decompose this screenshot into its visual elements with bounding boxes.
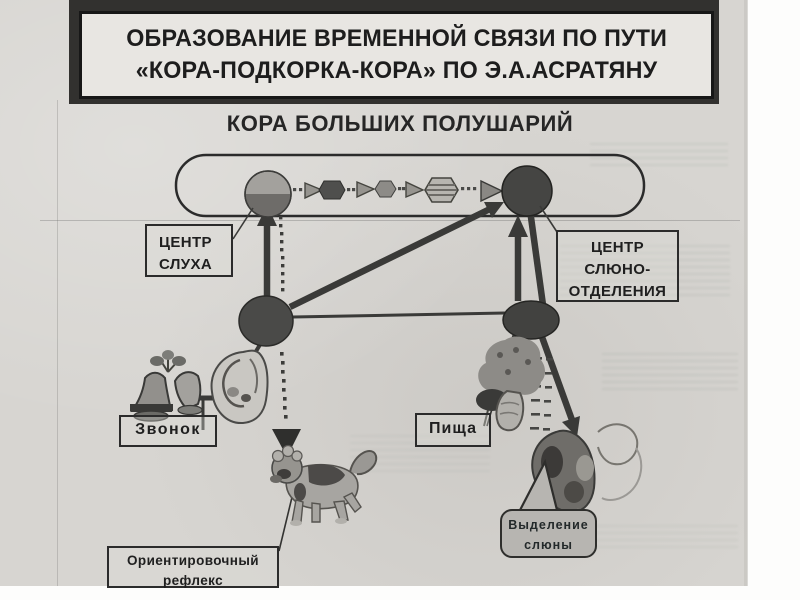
hearing-center-label: ЦЕНТР СЛУХА (145, 224, 233, 277)
orienting-reflex-label: Ориентировочный рефлекс (107, 546, 279, 588)
chain-arrowhead (405, 180, 425, 199)
title-line2: «КОРА-ПОДКОРКА-КОРА» ПО Э.А.АСРАТЯНУ (135, 57, 658, 84)
orienting-arrowhead (272, 429, 301, 457)
title-line1: ОБРАЗОВАНИЕ ВРЕМЕННОЙ СВЯЗИ ПО ПУТИ (126, 25, 667, 53)
dotted-temporary-connection (272, 216, 301, 457)
auditory-cortex-node (244, 170, 292, 218)
chain-arrowhead (356, 180, 376, 199)
paper-edge-shadow (744, 0, 748, 586)
ear-image (210, 349, 269, 425)
chain-neuron-striped (424, 177, 459, 203)
neural-chain (293, 177, 504, 203)
food-label: Пища (415, 413, 491, 447)
subcortical-link-line (292, 311, 506, 319)
bell-image (130, 350, 203, 422)
food-mouth-image (476, 336, 546, 432)
saliva-output-callout: Выделение слюны (500, 509, 597, 558)
subcortical-salivary-node (502, 300, 560, 340)
salivation-label-pointer (539, 205, 558, 233)
orienting-label-pointer (278, 492, 294, 552)
chain-arrowhead (304, 181, 324, 200)
paper-crease-horizontal (40, 220, 740, 221)
arrow-efferent-to-salivation (538, 335, 576, 422)
cortex-heading: КОРА БОЛЬШИХ ПОЛУШАРИЙ (226, 111, 574, 136)
bleedthrough-mark (602, 352, 738, 390)
cortex-capsule (174, 153, 646, 218)
cortex-efferent-line (526, 209, 547, 306)
arrow-subcortex-to-salivary-cortex (288, 205, 494, 310)
paper-crease-vertical (57, 100, 58, 586)
hearing-label-pointer (232, 207, 254, 240)
chain-neuron-mid (374, 180, 397, 198)
chain-neuron-dark (318, 180, 346, 200)
chain-arrowhead-final (480, 179, 504, 203)
dog-image (270, 444, 378, 526)
slide-title: ОБРАЗОВАНИЕ ВРЕМЕННОЙ СВЯЗИ ПО ПУТИ «КОР… (79, 11, 714, 99)
salivation-center-label: ЦЕНТР СЛЮНО- ОТДЕЛЕНИЯ (556, 230, 679, 302)
subcortical-auditory-node (238, 295, 294, 347)
bleedthrough-mark (590, 140, 728, 166)
bleedthrough-mark (560, 244, 730, 296)
bell-label: Звонок (119, 415, 217, 447)
salivary-cortex-node (501, 165, 553, 217)
